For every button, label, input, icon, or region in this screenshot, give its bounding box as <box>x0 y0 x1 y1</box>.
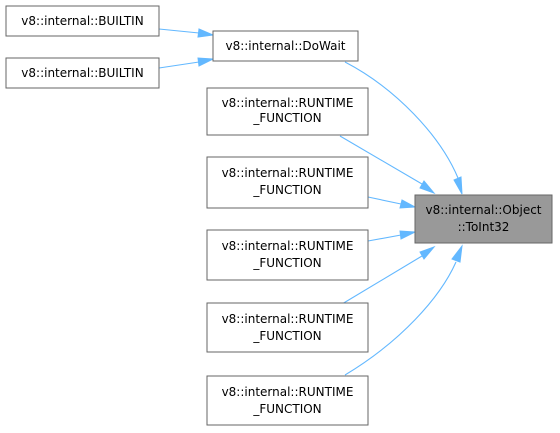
edge-dowait-to-target <box>344 61 463 195</box>
node-target-object-toint32[interactable]: v8::internal::Object ::ToInt32 <box>414 194 553 244</box>
node-builtin-1[interactable]: v8::internal::BUILTIN <box>5 5 160 37</box>
edge-runtime3-to-target <box>367 230 417 242</box>
edge-builtin1-to-dowait <box>158 28 215 38</box>
node-builtin-1-label: v8::internal::BUILTIN <box>21 14 143 28</box>
node-runtime-function-4[interactable]: v8::internal::RUNTIME _FUNCTION <box>206 302 369 353</box>
node-runtime-function-3-line1: v8::internal::RUNTIME <box>222 239 354 253</box>
node-dowait-label: v8::internal::DoWait <box>225 39 345 53</box>
node-runtime-function-5-line1: v8::internal::RUNTIME <box>222 385 354 399</box>
node-runtime-function-5-line2: _FUNCTION <box>252 402 321 416</box>
edge-runtime4-to-target <box>341 245 436 305</box>
node-runtime-function-3[interactable]: v8::internal::RUNTIME _FUNCTION <box>206 229 369 281</box>
node-runtime-function-1[interactable]: v8::internal::RUNTIME _FUNCTION <box>206 87 369 136</box>
node-target-line2: ::ToInt32 <box>458 220 510 234</box>
node-runtime-function-2[interactable]: v8::internal::RUNTIME _FUNCTION <box>206 156 369 209</box>
node-runtime-function-1-line2: _FUNCTION <box>252 111 321 125</box>
node-runtime-function-4-line2: _FUNCTION <box>252 329 321 343</box>
node-runtime-function-1-line1: v8::internal::RUNTIME <box>222 96 354 110</box>
edge-builtin2-to-dowait <box>158 57 215 69</box>
edge-runtime1-to-target <box>339 135 436 195</box>
node-runtime-function-5[interactable]: v8::internal::RUNTIME _FUNCTION <box>206 375 369 426</box>
edge-runtime5-to-target <box>344 244 463 376</box>
node-builtin-2-label: v8::internal::BUILTIN <box>21 66 143 80</box>
node-runtime-function-3-line2: _FUNCTION <box>252 256 321 270</box>
node-runtime-function-2-line2: _FUNCTION <box>252 183 321 197</box>
node-runtime-function-4-line1: v8::internal::RUNTIME <box>222 312 354 326</box>
edge-runtime2-to-target <box>367 196 417 209</box>
node-dowait[interactable]: v8::internal::DoWait <box>212 30 359 62</box>
node-builtin-2[interactable]: v8::internal::BUILTIN <box>5 57 160 89</box>
node-runtime-function-2-line1: v8::internal::RUNTIME <box>222 166 354 180</box>
node-target-line1: v8::internal::Object <box>425 203 541 217</box>
